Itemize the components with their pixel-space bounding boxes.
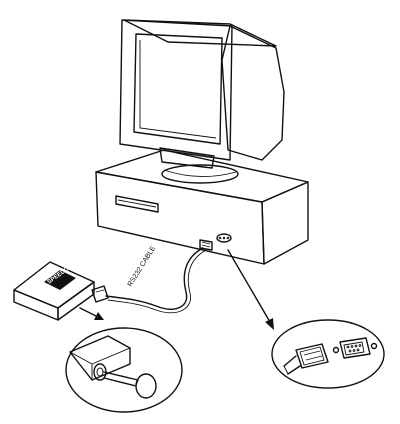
detail-circle-port [271,319,385,389]
db9-plug [199,239,213,251]
cable-label: RS232 CABLE [127,245,158,288]
speedo-device: SPEEDO [13,261,109,321]
monitor-neck [159,147,215,169]
system-unit-side [261,181,309,265]
device-side [57,281,95,321]
monitor-back-housing [221,25,285,161]
detail-callout-device [65,327,183,413]
device-label-panel [44,270,76,290]
db9-port-detail [332,337,378,359]
monitor [119,19,285,184]
system-unit [95,149,309,265]
device-jack [91,285,109,303]
db9-plug-detail [283,343,329,375]
monitor-bezel [119,19,233,161]
monitor-base-rim [163,169,237,177]
monitor-base [161,164,239,184]
detail-circle-device [65,327,183,413]
rs232-cable [105,247,207,314]
pointer-arrow-device [79,307,104,320]
serial-port [216,233,232,243]
system-unit-front [95,171,265,265]
monitor-screen [133,33,223,145]
pointer-arrow-port [227,249,274,330]
screen-shade [139,40,217,139]
floppy-drive-slot [115,195,159,213]
system-unit-top [95,149,309,203]
device-front [13,289,59,321]
detail-callout-port [271,319,385,389]
